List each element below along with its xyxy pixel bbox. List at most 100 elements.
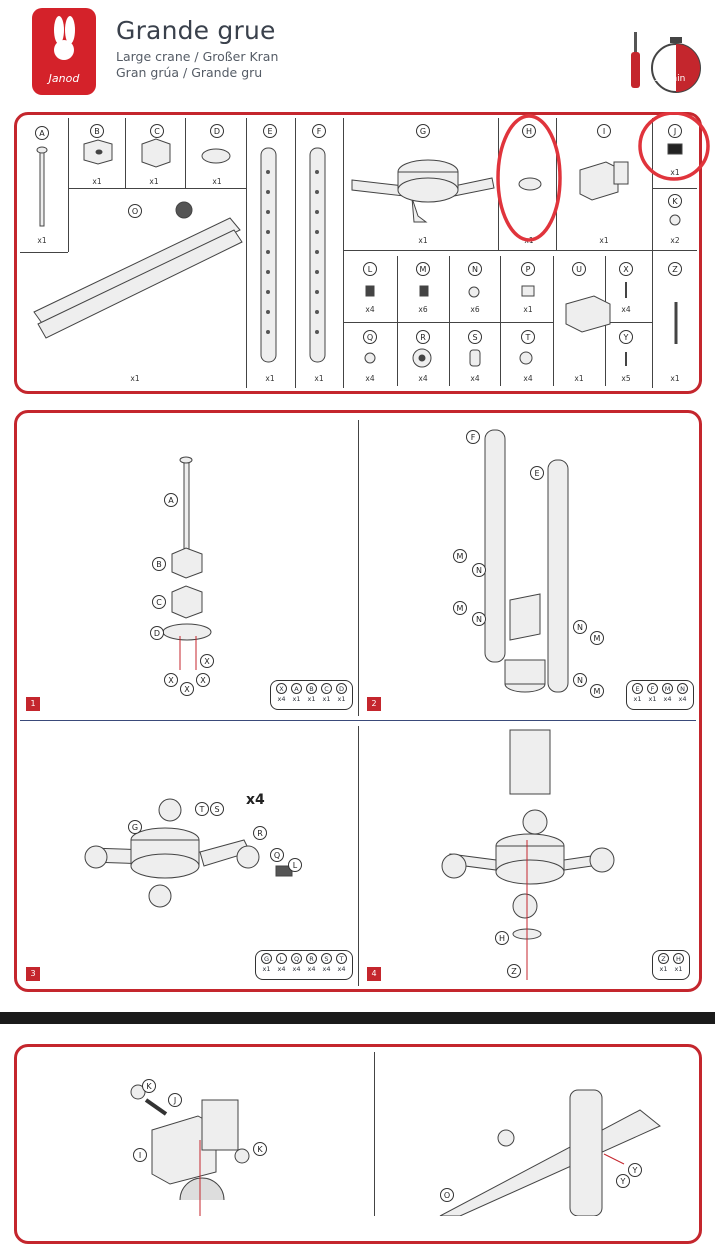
legend-qty: x1 <box>674 965 683 973</box>
legend-qty: x4 <box>277 965 286 973</box>
part-qty-m: x6 <box>418 305 428 314</box>
legend-id: R <box>306 953 317 964</box>
part-qty-x: x4 <box>621 305 631 314</box>
parts-panel <box>14 112 702 394</box>
part-qty-y: x5 <box>621 374 631 383</box>
legend-qty: x4 <box>337 965 346 973</box>
step-number-4: 4 <box>367 967 381 981</box>
part-qty-i: x1 <box>599 236 609 245</box>
next-step-drawings <box>130 1084 661 1216</box>
screwdriver-timer-icon <box>631 32 701 93</box>
part-label-k: K <box>668 194 682 208</box>
step2-label-e: E <box>530 466 544 480</box>
part-label-o: O <box>128 204 142 218</box>
step1-label-x2: X <box>164 673 178 687</box>
part-label-y: Y <box>619 330 633 344</box>
step1-label-d: D <box>150 626 164 640</box>
step2-label-n2: N <box>472 612 486 626</box>
part-qty-f: x1 <box>314 374 324 383</box>
part-qty-t: x4 <box>523 374 533 383</box>
part-qty-p: x1 <box>523 305 533 314</box>
parts-drawings <box>33 138 683 368</box>
part-qty-d: x1 <box>212 177 222 186</box>
janod-logo: Janod <box>32 8 96 95</box>
part-qty-k: x2 <box>670 236 680 245</box>
legend-id: D <box>336 683 347 694</box>
part-label-g: G <box>416 124 430 138</box>
subtitle-line-1: Large crane / Großer Kran <box>116 49 279 64</box>
step1-label-x1: X <box>200 654 214 668</box>
part-label-z: Z <box>668 262 682 276</box>
legend-id: Z <box>658 953 669 964</box>
step-number-3: 3 <box>26 967 40 981</box>
part-label-d: D <box>210 124 224 138</box>
legend-qty: x1 <box>292 695 301 703</box>
legend-id: C <box>321 683 332 694</box>
legend-qty: x1 <box>648 695 657 703</box>
legend-id: B <box>306 683 317 694</box>
step3-label-r: R <box>253 826 267 840</box>
legend-id: E <box>632 683 643 694</box>
part-label-r: R <box>416 330 430 344</box>
part-label-c: C <box>150 124 164 138</box>
step3-multiplier: x4 <box>246 792 265 808</box>
part-qty-n: x6 <box>470 305 480 314</box>
legend-qty: x4 <box>663 695 672 703</box>
part-qty-b: x1 <box>92 177 102 186</box>
part-label-p: P <box>521 262 535 276</box>
step5-label-j: J <box>168 1093 182 1107</box>
legend-id: S <box>321 953 332 964</box>
step2-label-n3: N <box>573 620 587 634</box>
highlight-circles <box>496 112 710 242</box>
part-label-j: J <box>668 124 682 138</box>
part-qty-a: x1 <box>37 236 47 245</box>
part-label-h: H <box>522 124 536 138</box>
part-label-u: U <box>572 262 586 276</box>
legend-id: Q <box>291 953 302 964</box>
step1-label-x3: X <box>180 682 194 696</box>
part-label-a: A <box>35 126 49 140</box>
part-qty-z: x1 <box>670 374 680 383</box>
part-label-b: B <box>90 124 104 138</box>
part-qty-c: x1 <box>149 177 159 186</box>
step5-label-k1: K <box>142 1079 156 1093</box>
part-qty-q: x4 <box>365 374 375 383</box>
legend-qty: x1 <box>262 965 271 973</box>
legend-id: L <box>276 953 287 964</box>
legend-id: H <box>673 953 684 964</box>
part-label-n: N <box>468 262 482 276</box>
step1-label-c: C <box>152 595 166 609</box>
legend-qty: x1 <box>322 695 331 703</box>
part-qty-r: x4 <box>418 374 428 383</box>
step6-label-o: O <box>440 1188 454 1202</box>
step-drawings <box>84 429 615 980</box>
step3-label-g: G <box>128 820 142 834</box>
step2-label-m2: M <box>453 601 467 615</box>
step2-label-m3: M <box>590 631 604 645</box>
step6-label-y1: Y <box>628 1163 642 1177</box>
part-qty-g: x1 <box>418 236 428 245</box>
step3-label-l: L <box>288 858 302 872</box>
part-qty-j: x1 <box>670 168 680 177</box>
time-label: 30 min <box>654 74 686 84</box>
part-qty-l: x4 <box>365 305 375 314</box>
brand-name: Janod <box>48 72 80 85</box>
page-separator <box>0 1012 715 1024</box>
step3-label-s: S <box>210 802 224 816</box>
legend-id: G <box>261 953 272 964</box>
page-title: Grande grue <box>116 16 276 45</box>
step-number-2: 2 <box>367 697 381 711</box>
step5-label-k2: K <box>253 1142 267 1156</box>
step2-label-n4: N <box>573 673 587 687</box>
legend-qty: x1 <box>307 695 316 703</box>
step3-label-t: T <box>195 802 209 816</box>
legend-qty: x4 <box>322 965 331 973</box>
step4-label-h: H <box>495 931 509 945</box>
step4-label-z: Z <box>507 964 521 978</box>
part-label-t: T <box>521 330 535 344</box>
step5-label-i: I <box>133 1148 147 1162</box>
part-qty-o: x1 <box>130 374 140 383</box>
